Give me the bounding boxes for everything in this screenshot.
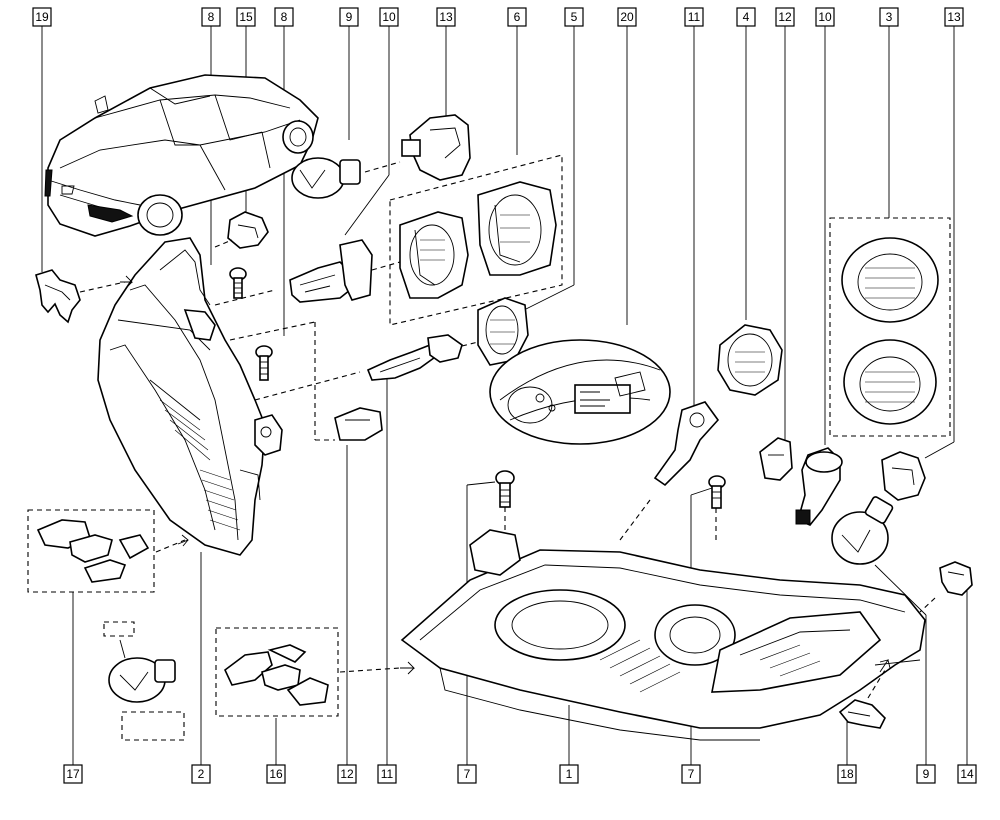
bulb-17-area: [103, 621, 185, 741]
part-6-cover-left: [399, 211, 469, 299]
callout-top-10a: 10: [379, 7, 399, 27]
callout-top-9: 9: [339, 7, 359, 27]
part-13-socket-lower: [881, 451, 926, 501]
svg-text:6: 6: [514, 10, 521, 24]
part-3-cover-group: [829, 217, 951, 437]
svg-text:10: 10: [818, 10, 832, 24]
callout-top-6: 6: [507, 7, 527, 27]
svg-text:19: 19: [35, 10, 49, 24]
callout-top-20: 20: [617, 7, 637, 27]
callout-bottom-18: 18: [837, 764, 857, 784]
svg-text:5: 5: [571, 10, 578, 24]
part-9-bulb-upper: [291, 157, 401, 199]
part-11-bulb-holder-left: [366, 334, 479, 381]
part-2-headlamp-housing: [97, 237, 283, 556]
part-14-clip: [919, 561, 973, 613]
part-5-small-cover: [477, 297, 529, 366]
part-15-clip: [214, 211, 269, 249]
svg-text:14: 14: [960, 767, 974, 781]
part-17-bracket-kit: [27, 509, 186, 593]
svg-text:12: 12: [778, 10, 792, 24]
part-1-headlamp-unit: [400, 499, 926, 741]
part-13-socket-upper: [401, 114, 471, 181]
svg-text:3: 3: [886, 10, 893, 24]
callout-top-4: 4: [736, 7, 756, 27]
callout-top-11: 11: [684, 7, 704, 27]
callout-bottom-11: 11: [377, 764, 397, 784]
svg-text:15: 15: [239, 10, 253, 24]
svg-text:8: 8: [208, 10, 215, 24]
callout-bottom-7a: 7: [457, 764, 477, 784]
callout-top-12: 12: [775, 7, 795, 27]
callout-bottom-17: 17: [63, 764, 83, 784]
part-10-halogen-bulb-right: [795, 447, 843, 526]
svg-text:16: 16: [269, 767, 283, 781]
part-20-electronic-module: [489, 339, 671, 445]
svg-text:7: 7: [464, 767, 471, 781]
callout-bottom-7b: 7: [681, 764, 701, 784]
callout-top-5: 5: [564, 7, 584, 27]
part-3-cover-lower: [843, 339, 937, 425]
svg-text:1: 1: [566, 767, 573, 781]
callout-top-3: 3: [879, 7, 899, 27]
callout-top-10b: 10: [815, 7, 835, 27]
lens-hatch-pattern: [599, 639, 821, 693]
callout-top-19: 19: [32, 7, 52, 27]
part-3-cover-upper: [841, 237, 939, 323]
svg-text:20: 20: [620, 10, 634, 24]
part-8-screw-lower: [255, 345, 273, 381]
callout-bottom-14: 14: [957, 764, 977, 784]
callout-bottom-1: 1: [559, 764, 579, 784]
svg-text:7: 7: [688, 767, 695, 781]
callout-bottom-12: 12: [337, 764, 357, 784]
part-6-cover-right: [477, 181, 557, 276]
svg-text:4: 4: [743, 10, 750, 24]
part-10-halogen-bulb-left: [289, 239, 401, 303]
part-12-small-bulb-left: [334, 407, 383, 441]
callout-bottom-2: 2: [191, 764, 211, 784]
car-overview-illustration: [44, 74, 319, 237]
part-18-bracket: [838, 669, 886, 729]
callout-top-8a: 8: [201, 7, 221, 27]
part-19-bracket: [35, 269, 126, 324]
svg-text:9: 9: [346, 10, 353, 24]
part-6-cover-group: [389, 154, 563, 326]
housing-hatch-pattern: [159, 399, 241, 531]
part-7-screw-right: [708, 475, 726, 540]
callout-top-13b: 13: [944, 7, 964, 27]
part-8-screw-upper: [229, 267, 247, 299]
assembly-arrows: [120, 275, 891, 675]
part-4-cap: [717, 324, 783, 396]
svg-text:2: 2: [198, 767, 205, 781]
callout-bottom-16: 16: [266, 764, 286, 784]
part-9-bulb-right: [831, 496, 894, 565]
callout-top-13a: 13: [436, 7, 456, 27]
part-16-bracket-kit: [215, 627, 401, 717]
svg-text:11: 11: [381, 767, 394, 781]
part-7-screw-left: [495, 470, 515, 530]
svg-text:18: 18: [840, 767, 854, 781]
callout-bottom-9: 9: [916, 764, 936, 784]
svg-text:13: 13: [439, 10, 453, 24]
callout-top-8b: 8: [274, 7, 294, 27]
svg-text:11: 11: [688, 10, 701, 24]
svg-text:8: 8: [281, 10, 288, 24]
svg-text:17: 17: [66, 767, 80, 781]
svg-text:13: 13: [947, 10, 961, 24]
callout-top-15: 15: [236, 7, 256, 27]
svg-text:9: 9: [923, 767, 930, 781]
svg-text:12: 12: [340, 767, 354, 781]
part-12-small-bulb-right: [759, 437, 793, 481]
svg-text:10: 10: [382, 10, 396, 24]
part-11-bulb-holder-right: [653, 401, 720, 487]
